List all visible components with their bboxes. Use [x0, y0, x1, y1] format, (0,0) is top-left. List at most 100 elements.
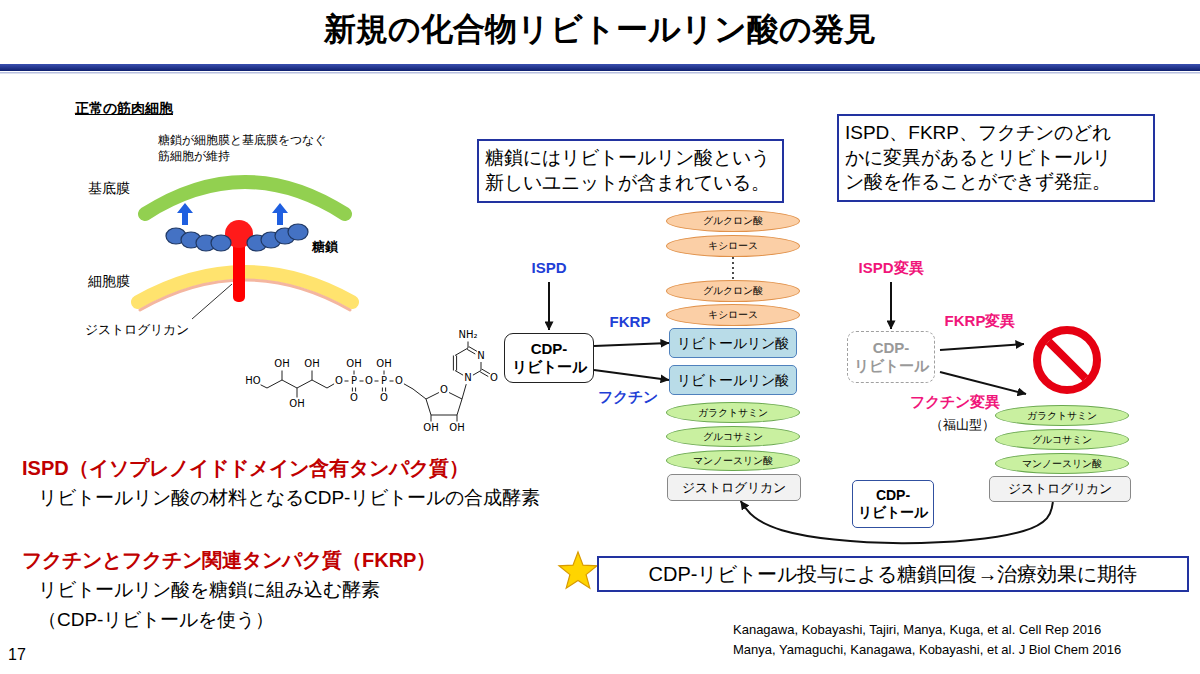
protein-box: ジストログリカン	[667, 474, 801, 501]
protein-box: ジストログリカン	[989, 476, 1131, 502]
chemical-bond	[455, 348, 468, 356]
blocked-arrow	[940, 344, 1024, 350]
edge-label: FKRP	[610, 313, 651, 331]
callout-box: 糖鎖にはリビトールリン酸という 新しいユニットが含まれている。	[477, 139, 784, 202]
sugar-ellipse: マンノースリン酸	[995, 453, 1129, 474]
chemical-bond	[455, 371, 463, 376]
atom-label: OH	[423, 423, 438, 433]
node-text: ISPD、FKRP、フクチンのどれ かに変異があるとリビトールリ ン酸を作ること…	[845, 121, 1147, 195]
sugar-ellipse: グルクロン酸	[666, 210, 800, 232]
substrate-box: CDP- リビトール	[852, 480, 934, 528]
sugar-ellipse: マンノースリン酸	[666, 450, 800, 471]
atom-label: OH	[289, 399, 304, 409]
sugar-unit	[288, 224, 308, 240]
chemical-bond	[404, 384, 413, 389]
atom-label: O	[350, 393, 358, 403]
atom-label: HO	[245, 376, 260, 386]
chemical-bond	[375, 381, 379, 382]
term-text: リビトールリン酸を糖鎖に組み込む酵素	[38, 579, 380, 602]
part-name: 基底膜	[88, 180, 130, 197]
atom-label: O	[395, 376, 403, 386]
chemical-bond	[456, 356, 457, 371]
synthesis-arrow	[548, 282, 550, 330]
repeat-dots	[732, 257, 734, 280]
chemical-bond	[481, 362, 482, 371]
sugar-ellipse: キシロース	[666, 235, 800, 257]
enzyme-name: ISPD	[531, 259, 566, 277]
blocked-arrow	[940, 372, 1026, 394]
node-text: マンノースリン酸	[1000, 458, 1124, 470]
binding-arrow	[272, 203, 288, 225]
sugar-ellipse: キシロース	[666, 304, 800, 326]
node-text: ジストログリカン	[995, 481, 1125, 497]
chemical-bond	[413, 389, 426, 399]
term-text: （CDP-リビトールを使う）	[38, 609, 274, 632]
prohibition-sign	[1037, 330, 1097, 390]
enzyme-arrow	[594, 370, 669, 380]
leader-line	[192, 284, 232, 319]
chemical-bond	[385, 388, 386, 392]
sugar-ellipse: グルクロン酸	[666, 280, 800, 302]
part-name: 細胞膜	[88, 273, 130, 290]
enzyme-arrow	[594, 343, 669, 346]
chemical-bond	[354, 371, 355, 375]
mutation-name: フクチン変異	[910, 393, 1000, 411]
node-text: キシロース	[671, 309, 795, 321]
atom-label: NH₂	[458, 330, 477, 340]
chemical-bond	[462, 384, 466, 399]
chemical-bond	[327, 384, 334, 388]
sugar-ellipse: ガラクトサミン	[995, 405, 1129, 426]
callout-box: ISPD、FKRP、フクチンのどれ かに変異があるとリビトールリ ン酸を作ること…	[837, 114, 1155, 202]
atom-label: OH	[376, 359, 391, 369]
chemical-bond	[468, 342, 469, 349]
chemical-bond	[355, 388, 356, 392]
substrate-box: CDP- リビトール	[504, 333, 594, 383]
chemical-bond	[352, 388, 353, 392]
node-text: ガラクトサミン	[671, 407, 795, 419]
chemical-bond	[390, 381, 394, 382]
mutation-name: FKRP変異	[945, 312, 1016, 330]
term-heading: フクチンとフクチン関連タンパク質（FKRP）	[22, 548, 436, 572]
section-heading: 正常の筋肉細胞	[75, 100, 173, 117]
connectors	[594, 257, 1053, 543]
atom-label: N	[477, 351, 484, 361]
node-text: ジストログリカン	[673, 480, 795, 496]
ribitol-phosphate-box: リビトールリン酸	[669, 365, 797, 395]
node-text: リビトールリン酸	[674, 372, 792, 389]
atom-label: O	[490, 373, 498, 383]
synthesis-arrow	[890, 282, 892, 329]
chemical-bond	[282, 371, 283, 381]
prohibition-slash	[1049, 342, 1086, 379]
term-heading: ISPD（イソプレノイドドメイン含有タンパク質）	[22, 456, 469, 480]
chemical-bond	[345, 381, 349, 382]
slide-title: 新規の化合物リビトールリン酸の発見	[0, 8, 1200, 52]
node-text: グルクロン酸	[671, 285, 795, 297]
chemical-bond	[482, 369, 490, 374]
chemical-bond	[457, 415, 458, 422]
atom-label: OH	[274, 359, 289, 369]
node-text: CDP- リビトール	[852, 339, 930, 375]
node-text: 糖鎖にはリビトールリン酸という 新しいユニットが含まれている。	[485, 146, 776, 195]
chemical-bond	[261, 385, 267, 388]
part-name: ジストログリカン	[85, 322, 189, 338]
node-text: グルクロン酸	[671, 215, 795, 227]
chemical-bond	[426, 399, 431, 415]
title-rule	[0, 64, 1200, 71]
chemical-bond	[312, 380, 327, 388]
sugar-ellipse: グルコサミン	[666, 426, 800, 447]
chemical-bond	[431, 415, 432, 422]
type-note: （福山型）	[930, 417, 995, 433]
atom-label: OH	[449, 423, 464, 433]
chemical-bond	[426, 393, 439, 399]
atom-label: O	[380, 393, 388, 403]
chemical-bond	[312, 371, 313, 381]
atom-label: P	[351, 376, 357, 386]
atom-label: OH	[346, 359, 361, 369]
page-number: 17	[8, 645, 26, 664]
citation: Kanagawa, Kobayashi, Tajiri, Manya, Kuga…	[733, 622, 1101, 638]
chemical-bond	[282, 380, 297, 388]
conclusion-box: CDP-リビトール投与による糖鎖回復→治療効果に期待	[597, 556, 1189, 592]
chemical-bond	[382, 388, 383, 392]
